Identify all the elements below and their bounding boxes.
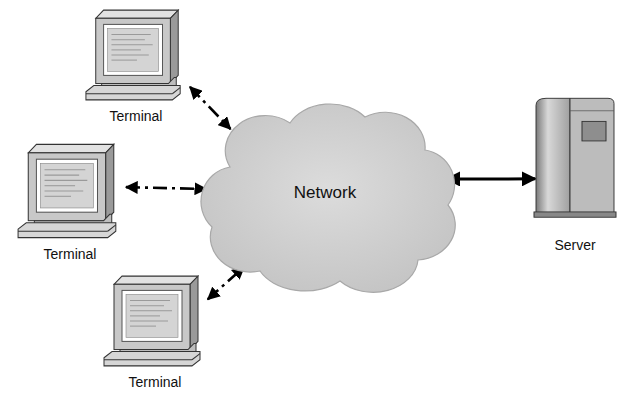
node-label: Terminal — [82, 108, 190, 124]
network-cloud: Network — [190, 95, 460, 295]
node-label: Terminal — [14, 246, 126, 262]
terminal-node: Terminal — [82, 4, 190, 126]
server-node: Server — [530, 93, 620, 255]
network-link — [126, 187, 206, 189]
terminal-icon — [100, 270, 210, 372]
terminal-node: Terminal — [14, 138, 126, 264]
server-icon — [530, 93, 620, 235]
node-label: Server — [530, 237, 620, 253]
network-link — [208, 267, 244, 299]
terminal-icon — [82, 4, 190, 106]
terminal-icon — [14, 138, 126, 244]
network-link — [190, 87, 231, 129]
terminal-node: Terminal — [100, 270, 210, 392]
network-link — [447, 177, 536, 180]
node-label: Network — [190, 183, 460, 203]
node-label: Terminal — [100, 374, 210, 390]
